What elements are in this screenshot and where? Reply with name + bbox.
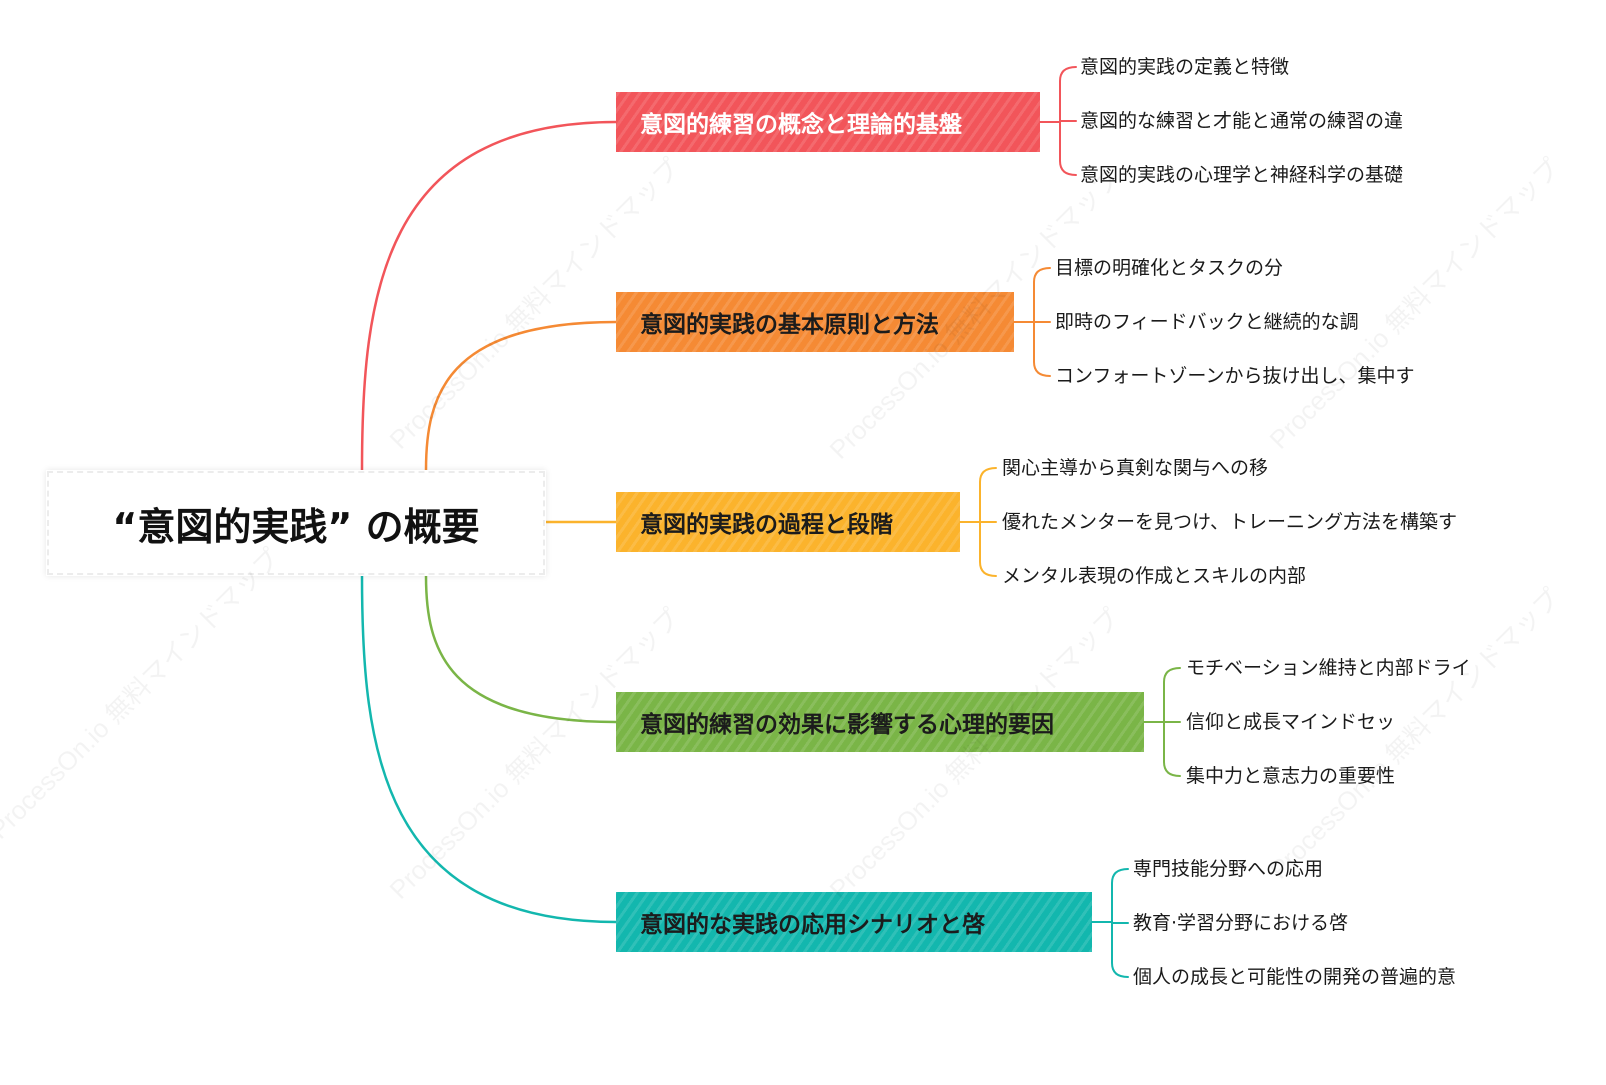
leaf-topic[interactable]: 目標の明確化とタスクの分 [1055,257,1284,279]
branch-topic-process[interactable]: 意図的実践の過程と段階 [616,492,960,552]
branch-topic-label: 意図的練習の概念と理論的基盤 [640,112,962,138]
root-topic[interactable]: “意図的実践” の概要 [46,470,546,576]
leaf-topic[interactable]: 関心主導から真剣な関与への移 [1002,457,1269,479]
leaf-topic[interactable]: モチベーション維持と内部ドライ [1186,657,1471,679]
root-connector [360,120,618,472]
leaf-topic[interactable]: 専門技能分野への応用 [1133,858,1324,880]
branch-topic-concept[interactable]: 意図的練習の概念と理論的基盤 [616,92,1040,152]
root-connector [360,574,618,924]
branch-topic-principles[interactable]: 意図的実践の基本原則と方法 [616,292,1014,352]
leaf-topic[interactable]: メンタル表現の作成とスキルの内部 [1002,565,1307,587]
branch-topic-label: 意図的な実践の応用シナリオと啓 [640,912,985,938]
leaf-topic[interactable]: コンフォートゾーンから抜け出し、集中す [1055,365,1415,387]
leaf-topic[interactable]: 意図的な練習と才能と通常の練習の違 [1080,110,1404,132]
leaf-topic[interactable]: 優れたメンターを見つけ、トレーニング方法を構築す [1002,511,1458,533]
branch-topic-applications[interactable]: 意図的な実践の応用シナリオと啓 [616,892,1092,952]
leaf-topic[interactable]: 教育·学習分野における啓 [1133,912,1349,934]
leaf-topic[interactable]: 即時のフィードバックと継続的な調 [1055,311,1359,333]
branch-topic-psychology[interactable]: 意図的練習の効果に影響する心理的要因 [616,692,1144,752]
root-connector [424,320,618,472]
branch-topic-label: 意図的実践の過程と段階 [640,512,893,538]
branch-topic-label: 意図的練習の効果に影響する心理的要因 [640,712,1054,738]
leaf-topic[interactable]: 意図的実践の定義と特徴 [1080,56,1290,78]
leaf-topic[interactable]: 信仰と成長マインドセッ [1186,711,1396,733]
branch-topic-label: 意図的実践の基本原則と方法 [640,312,939,338]
leaf-topic[interactable]: 個人の成長と可能性の開発の普遍的意 [1133,966,1457,988]
leaf-topic[interactable]: 集中力と意志力の重要性 [1186,765,1396,787]
leaf-topic[interactable]: 意図的実践の心理学と神経科学の基礎 [1080,164,1404,186]
root-topic-label: “意図的実践” の概要 [112,504,480,549]
root-connector [424,574,618,724]
